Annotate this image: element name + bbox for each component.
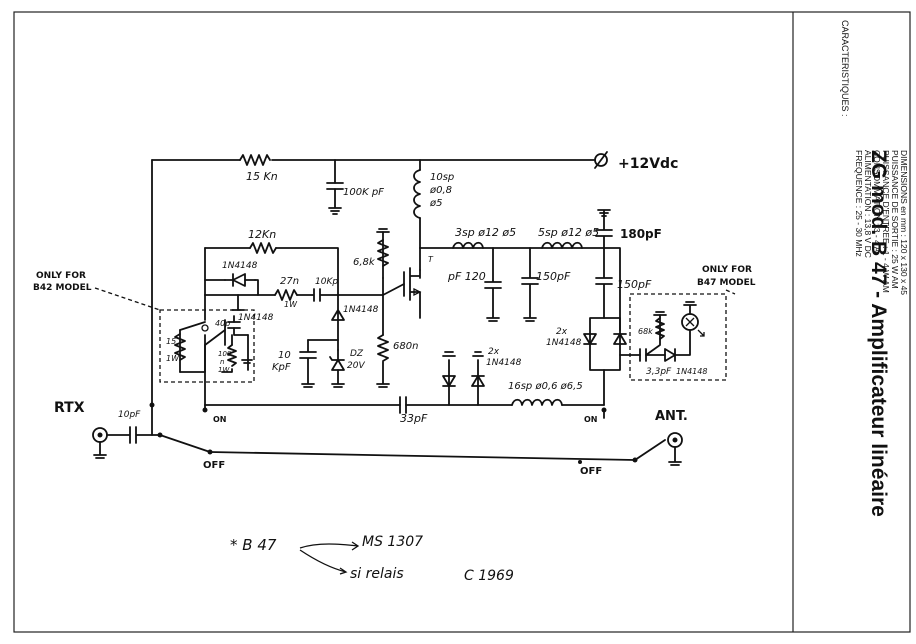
- label-t1: T: [428, 255, 434, 264]
- title-block: CARACTERISTIQUES :: [840, 20, 850, 117]
- resistor-27: [274, 289, 298, 301]
- label-only-b47-2: B47 MODEL: [697, 278, 756, 288]
- label-l-3sp: 3sp ø12 ø5: [455, 226, 516, 239]
- label-c-150a: 150pF: [536, 270, 571, 283]
- label-c-40p: 40p: [215, 319, 230, 328]
- note-b47: * B 47: [230, 536, 277, 554]
- choke-10sp: [413, 169, 421, 219]
- resistor-68k: [655, 317, 665, 340]
- label-r-100-b: n: [220, 358, 224, 366]
- label-c-10kpf-a: 10: [278, 350, 291, 361]
- label-r-15k: 15 Kn: [246, 170, 278, 183]
- spec-supply: ALIMENTATION : 13,8 V DC: [863, 150, 873, 258]
- label-d-2x: 2x: [556, 327, 568, 337]
- label-c-10k: 10Kp: [315, 277, 338, 287]
- label-zener-v: 20V: [347, 361, 365, 371]
- resistor-15: [174, 333, 186, 361]
- label-d1: 1N4148: [222, 261, 258, 271]
- resistor-15k: [239, 154, 271, 166]
- label-r-15: 15: [166, 337, 176, 346]
- label-l-16sp: 16sp ø0,6 ø6,5: [508, 381, 583, 392]
- diode-pair: [583, 333, 627, 345]
- note-ms-1307: MS 1307: [362, 534, 423, 550]
- label-d3: 1N4148: [343, 305, 379, 315]
- page-border: [13, 11, 911, 633]
- label-c-150b: 150pF: [617, 278, 652, 291]
- label-r-100: 100: [218, 350, 232, 358]
- note-c-1969: C 1969: [464, 568, 514, 584]
- label-off-left: OFF: [203, 460, 225, 471]
- spec-dimensions: DIMENSIONS en mm : 120 x 130 x 45: [899, 150, 909, 295]
- rtx-relay-switch: [159, 434, 211, 453]
- zener-diode: [329, 356, 345, 371]
- label-l-5sp: 5sp ø12 ø5: [538, 226, 599, 239]
- resistor-680: [377, 334, 389, 362]
- label-l-10sp: 10sp: [430, 172, 454, 183]
- label-r-680: 680n: [393, 341, 418, 352]
- label-on-left: ON: [213, 415, 227, 424]
- label-d-right: 1N4148: [676, 367, 707, 376]
- label-r-12k: 12Kn: [248, 228, 276, 241]
- label-d-2x-b: 2x: [488, 347, 500, 357]
- handwritten-note: * B 47 MS 1307 si relais C 1969: [230, 534, 514, 584]
- label-r-27: 27n: [280, 276, 299, 287]
- characteristics-header: CARACTERISTIQUES :: [840, 20, 850, 117]
- label-r-1w: 1W: [166, 354, 180, 363]
- switch-contact-b42: [201, 324, 209, 332]
- coil-5sp: [541, 241, 583, 249]
- diode-1n4148-a: [232, 273, 246, 287]
- title-main: ZG mod. B 47 - Amplificateur linéaire: [867, 150, 890, 517]
- b42-option-box: [159, 309, 255, 383]
- label-l-dia1: ø0,8: [429, 185, 452, 196]
- main-wiring: [92, 151, 705, 466]
- supply-terminal-icon: [594, 153, 608, 167]
- label-c-33: 33pF: [400, 412, 428, 425]
- coil-3sp: [452, 241, 484, 249]
- label-rtx: RTX: [54, 400, 85, 416]
- label-only-b47-1: ONLY FOR: [702, 265, 752, 275]
- label-l-dia2: ø5: [429, 198, 442, 209]
- note-si-relais: si relais: [350, 566, 404, 582]
- resistor-100: [227, 344, 237, 367]
- label-ant: ANT.: [655, 409, 688, 424]
- spec-input-power: PUISSANCE D'ENTREE : 1 - 4 W AM: [881, 150, 891, 293]
- spec-lines: FREQUENCE : 25 - 30 MHz ALIMENTATION : 1…: [854, 150, 909, 295]
- label-on-right: ON: [584, 415, 598, 424]
- supply-label: +12Vdc: [618, 156, 678, 172]
- coil-16sp: [511, 398, 563, 406]
- label-off-right: OFF: [580, 466, 602, 477]
- label-d-2x-b-type: 1N4148: [486, 358, 522, 368]
- spec-frequency: FREQUENCE : 25 - 30 MHz: [854, 150, 864, 257]
- label-d-2x-type: 1N4148: [546, 338, 582, 348]
- label-c-3p3: 3,3pF: [646, 367, 672, 377]
- label-r-27w: 1W: [284, 300, 298, 309]
- label-c-10p: 10pF: [118, 410, 141, 420]
- label-zener: DZ: [350, 349, 364, 359]
- resistor-12k: [249, 242, 277, 254]
- label-c-180: 180pF: [620, 227, 662, 241]
- label-r-68k-right: 68k: [638, 327, 653, 336]
- component-labels: +12Vdc 15 Kn 100K pF 10sp ø0,8 ø5 12Kn 1…: [33, 156, 756, 477]
- label-c-120: pF 120: [447, 270, 486, 283]
- spec-consumption: CONSOMMATION : 3 - 4 A: [872, 150, 882, 253]
- label-c-10kpf-b: KpF: [272, 362, 291, 373]
- model-title: ZG mod. B 47 - Amplificateur linéaire: [867, 150, 890, 517]
- label-only-b42-2: B42 MODEL: [33, 283, 92, 293]
- spec-output-power: PUISSANCE DE SORTIE : 25 W AM: [890, 150, 900, 289]
- label-r-100-c: 1W: [218, 366, 230, 374]
- label-c-100k: 100K pF: [343, 187, 384, 198]
- resistor-6k8: [377, 239, 389, 267]
- junction-on-left: [202, 407, 208, 413]
- label-d2: 1N4148: [238, 313, 274, 323]
- label-only-b42-1: ONLY FOR: [36, 271, 86, 281]
- label-r-6k8: 6,8k: [353, 257, 376, 268]
